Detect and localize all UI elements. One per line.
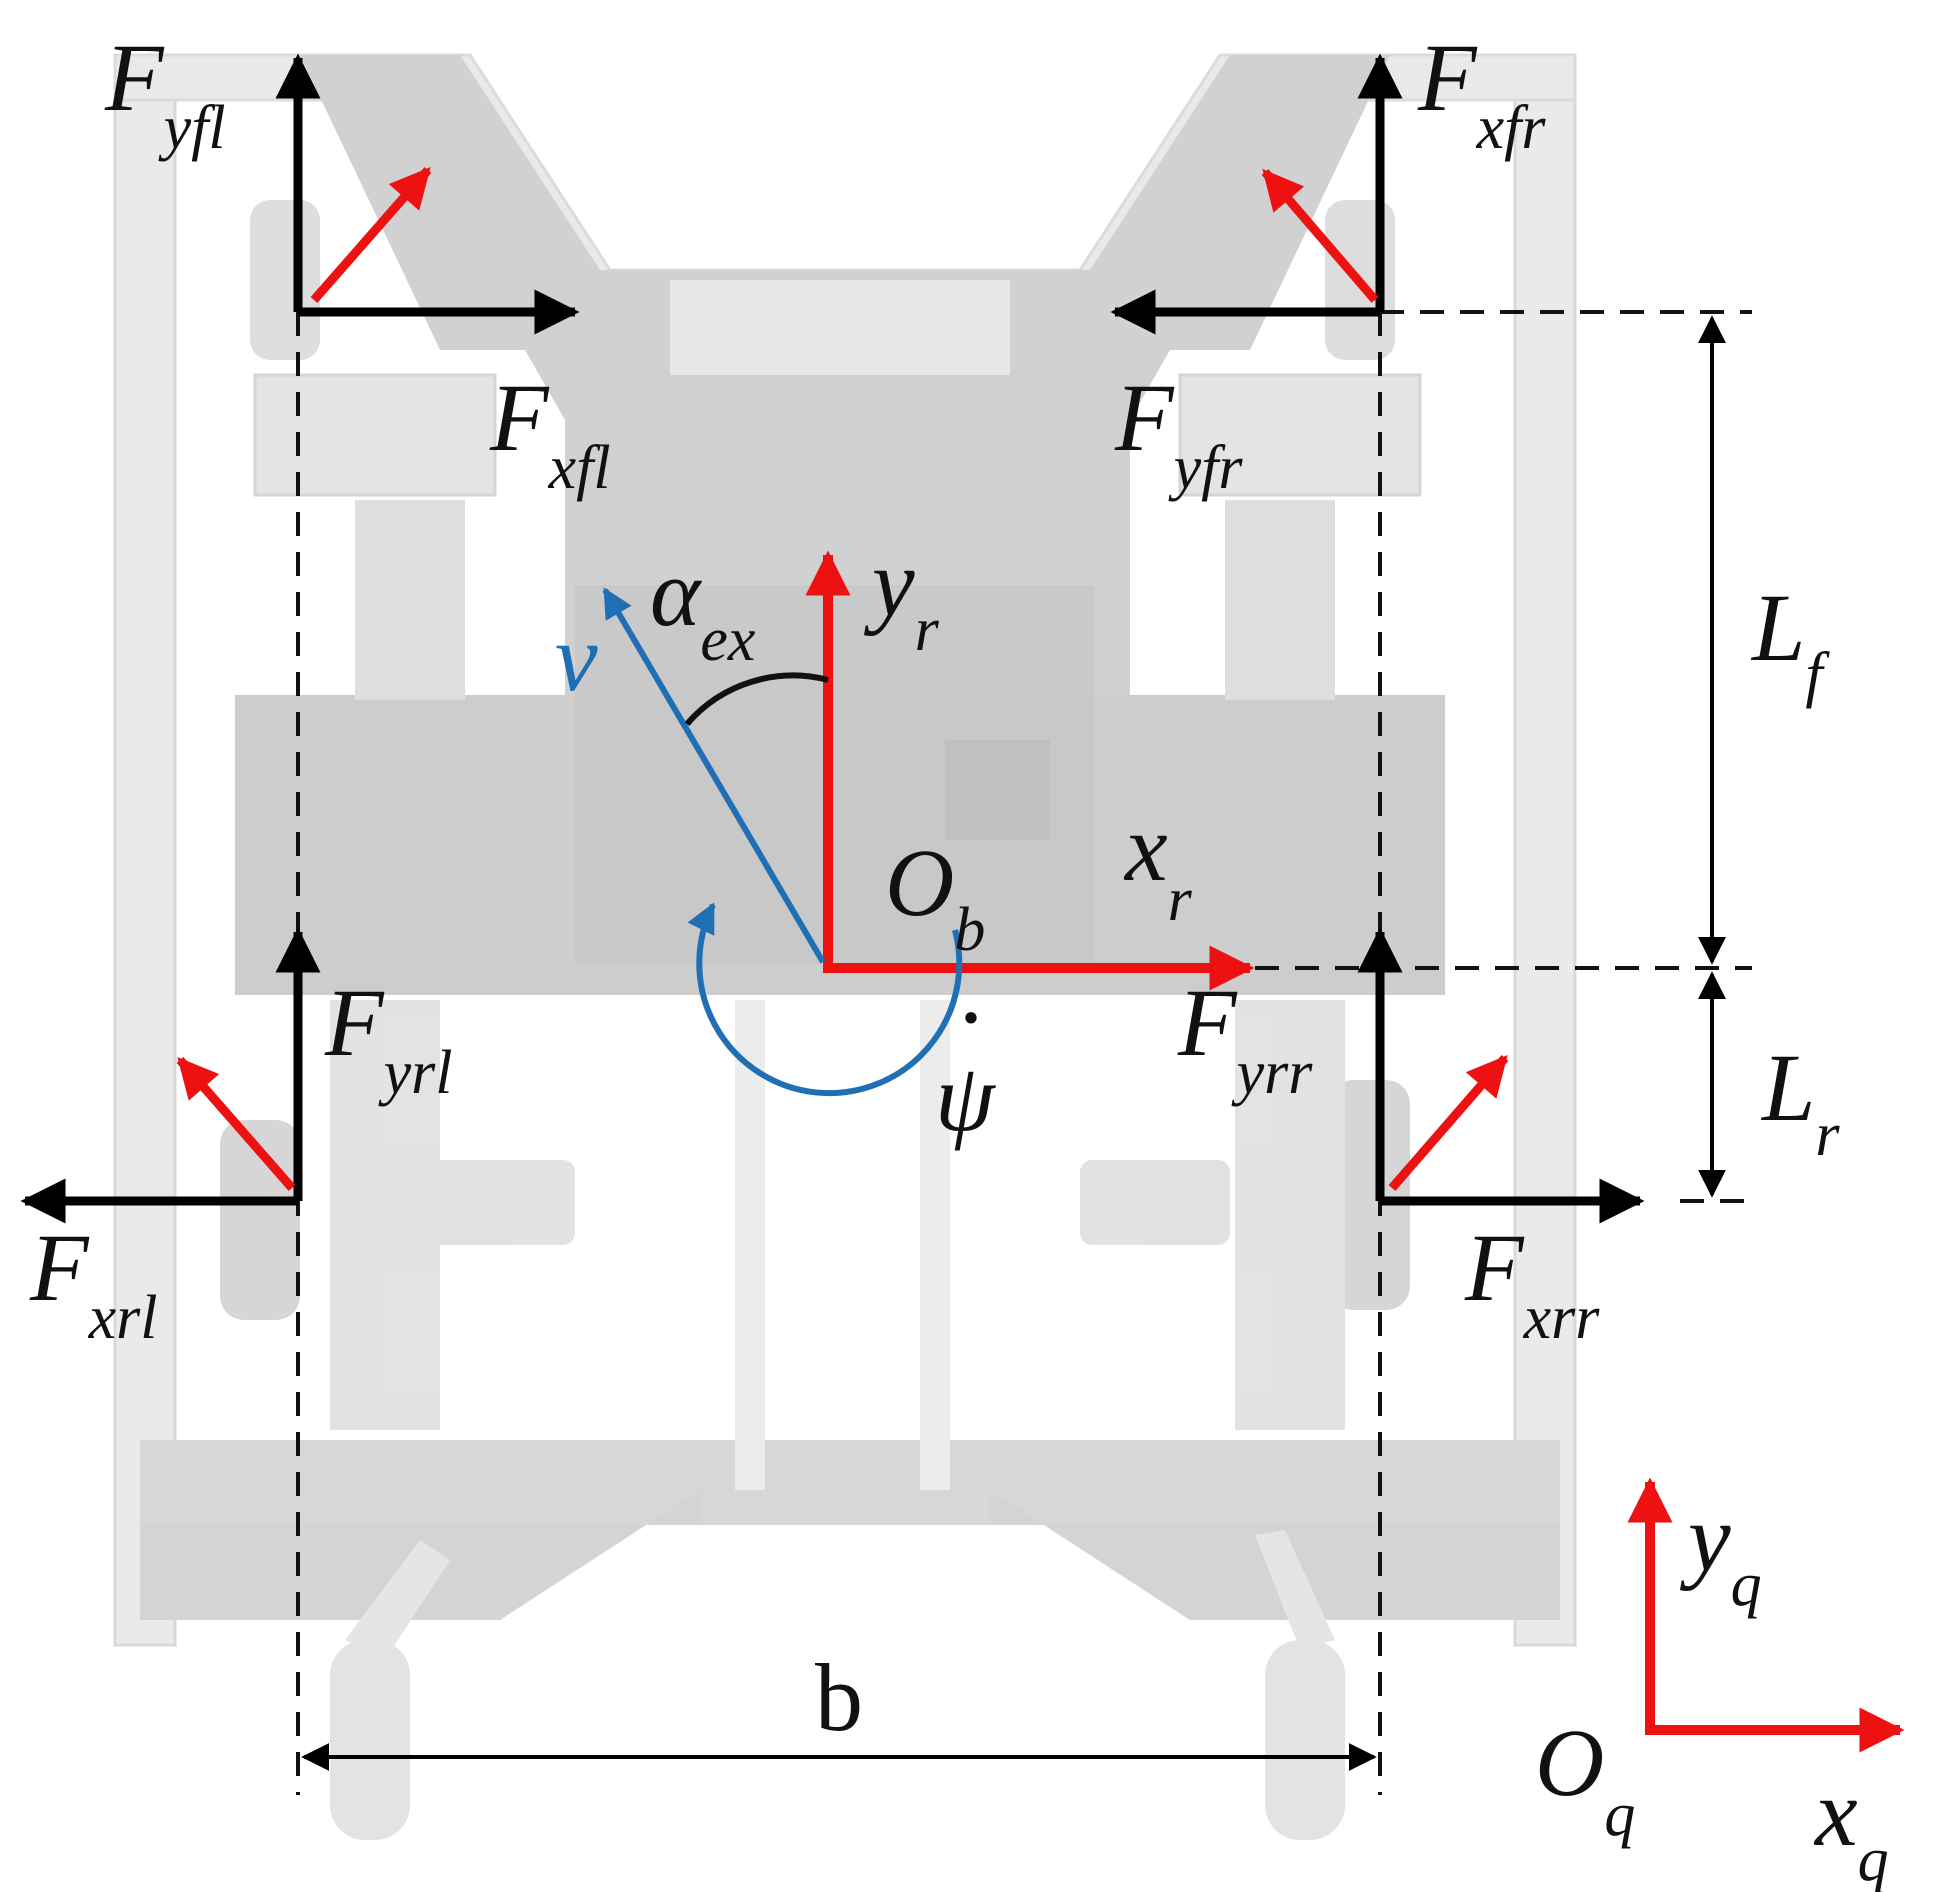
label-yaw-rate-dot: · (955, 964, 987, 1071)
body-frame-axes (805, 550, 1255, 991)
velocity-arrow (602, 587, 826, 964)
left-outer-rail (113, 53, 177, 1647)
susp-left-front (355, 500, 465, 700)
roller-arm-right (1255, 1530, 1335, 1650)
susp-left-rear (330, 1000, 440, 1430)
label-fxrr: Fxrr (1464, 1214, 1600, 1352)
motor-right (1080, 1160, 1230, 1245)
label-slip-angle: αex (650, 539, 756, 674)
roller-dir-rear-left (176, 1056, 296, 1191)
chassis-background (113, 53, 1577, 1840)
wheel-rear-right (1330, 1080, 1410, 1310)
label-front-length: Lf (1750, 574, 1830, 709)
middle-rail-right (920, 1000, 950, 1490)
ground-frame-axes (1627, 1477, 1905, 1753)
label-body-x: xr (1123, 794, 1193, 934)
bracket-left-front (253, 373, 497, 497)
heatsink (945, 740, 1050, 840)
label-track-width: b (815, 1644, 863, 1751)
rear-frame-bar (140, 1440, 1560, 1525)
label-rear-length: Lr (1760, 1034, 1840, 1169)
susp-right-rear (1235, 1000, 1345, 1430)
wheel-direction-arrows (176, 166, 1509, 1191)
label-velocity: v (555, 604, 598, 711)
middle-rail-left (735, 1000, 765, 1490)
label-ground-x: xq (1813, 1759, 1889, 1892)
force-arrows (20, 53, 1645, 1224)
label-ground-origin: Oq (1535, 1709, 1635, 1849)
top-plate (300, 55, 1390, 700)
label-fxfl: Fxfl (489, 364, 611, 502)
label-fyfl: Fyfl (104, 24, 226, 162)
roller-left (330, 1640, 410, 1840)
label-yaw-rate: ψ (935, 1044, 996, 1151)
roller-dir-front-right (1261, 168, 1379, 303)
label-body-origin: Ob (885, 829, 985, 964)
wheel-front-left (250, 200, 320, 360)
motor-left (425, 1160, 575, 1245)
right-outer-rail (1513, 53, 1577, 1647)
roller-dir-rear-right (1388, 1054, 1509, 1191)
roller-dir-front-left (310, 166, 432, 303)
label-fxfr: Fxfr (1417, 24, 1546, 162)
dimension-arrows (301, 315, 1726, 1771)
label-ground-y: yq (1679, 1484, 1762, 1619)
label-fyrr: Fyrr (1177, 969, 1313, 1107)
label-fyrl: Fyrl (324, 969, 453, 1107)
roller-arm-left (345, 1540, 450, 1660)
label-body-y: yr (863, 529, 940, 664)
susp-right-front (1225, 500, 1335, 700)
label-fxrl: Fxrl (29, 1214, 158, 1352)
front-bracket (670, 280, 1010, 375)
label-fyfr: Fyfr (1114, 364, 1243, 502)
yaw-rate-arc (687, 902, 963, 1097)
slip-angle-arc (684, 672, 829, 726)
roller-right (1265, 1640, 1345, 1840)
